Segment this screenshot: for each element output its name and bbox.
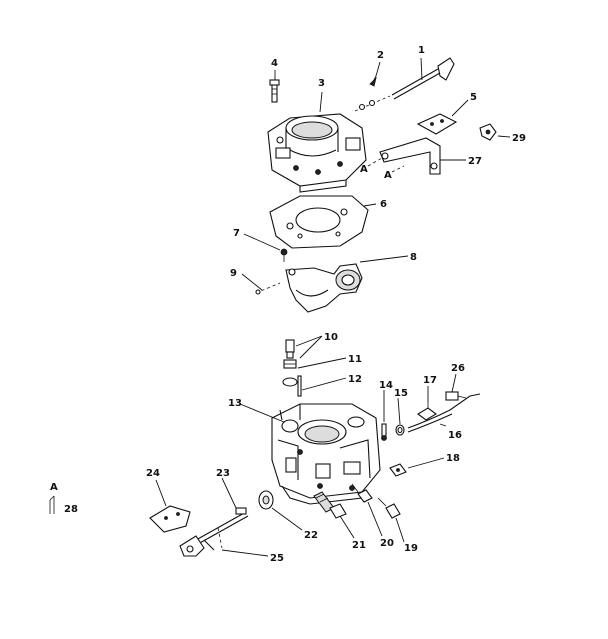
callout-25: 25	[270, 553, 284, 564]
leader-20	[367, 501, 383, 537]
part-2-screws	[354, 95, 391, 112]
part-8-choke-housing	[285, 263, 363, 313]
part-11-needle-seat	[283, 359, 297, 369]
leader-29	[497, 135, 511, 138]
callout-26: 26	[451, 363, 465, 374]
part-22-bushing	[258, 490, 274, 510]
part-24-throttle-plate	[149, 505, 191, 533]
callout-7: 7	[233, 228, 240, 239]
leader-9	[241, 273, 263, 291]
part-9-screw	[255, 282, 281, 295]
leader-19	[395, 517, 405, 543]
callout-13: 13	[228, 398, 242, 409]
leader-12	[301, 377, 347, 391]
part-26-rod-end	[445, 391, 467, 401]
part-20-screw	[351, 483, 373, 503]
callout-9: 9	[230, 268, 237, 279]
leader-5	[451, 99, 469, 117]
callout-15: 15	[394, 388, 408, 399]
leader-6	[363, 203, 377, 207]
leader-16	[439, 423, 447, 427]
callout-20: 20	[380, 538, 394, 549]
callout-24: 24	[146, 468, 160, 479]
part-10-jets	[285, 339, 295, 359]
leader-21	[339, 515, 355, 539]
callout-22: 22	[304, 530, 318, 541]
callout-23: 23	[216, 468, 230, 479]
leader-1	[420, 57, 423, 81]
callout-29: 29	[512, 133, 526, 144]
leader-22	[271, 507, 303, 531]
leader-24	[155, 479, 167, 507]
ref-a-legend: A	[50, 482, 58, 493]
callout-5: 5	[470, 92, 477, 103]
part-27-bracket	[379, 137, 441, 175]
part-1-throttle-shaft	[391, 57, 455, 100]
part-29-clip	[479, 123, 497, 141]
part-16-rod	[407, 393, 481, 433]
leader-8	[359, 255, 409, 263]
leader-15	[397, 397, 401, 425]
ref-a-2: A	[384, 170, 392, 181]
leader-7	[243, 233, 281, 251]
callout-3: 3	[318, 78, 325, 89]
part-19-screw	[377, 497, 401, 519]
callout-18: 18	[446, 453, 460, 464]
callout-8: 8	[410, 252, 417, 263]
leader-10	[295, 335, 323, 359]
part-6-gasket	[269, 195, 369, 249]
part-4-screw	[269, 79, 280, 103]
callout-4: 4	[271, 58, 278, 69]
callout-14: 14	[379, 380, 393, 391]
part-15-spring	[395, 424, 405, 436]
part-28-legend: A	[49, 482, 58, 514]
part-21-mixture-screw	[313, 491, 347, 519]
leader-3	[319, 91, 323, 113]
callout-12: 12	[348, 374, 362, 385]
part-3-air-horn	[267, 113, 367, 193]
leader-18	[407, 457, 445, 469]
leader-26	[451, 373, 457, 393]
part-7-screw	[280, 248, 288, 262]
callout-2: 2	[377, 50, 384, 61]
callout-10: 10	[324, 332, 338, 343]
leader-25	[221, 549, 269, 557]
leader-13	[239, 403, 285, 423]
callout-11: 11	[348, 354, 362, 365]
ref-a-1: A	[360, 164, 368, 175]
callout-16: 16	[448, 430, 462, 441]
part-23-throttle-shaft	[179, 507, 249, 557]
callout-19: 19	[404, 543, 418, 554]
callout-6: 6	[380, 199, 387, 210]
callout-27: 27	[468, 156, 482, 167]
part-12-washer	[282, 375, 302, 397]
part-14-screw	[381, 423, 387, 441]
part-17-screw	[417, 402, 437, 421]
callout-21: 21	[352, 540, 366, 551]
leader-11	[297, 357, 347, 369]
callout-1: 1	[418, 45, 425, 56]
callout-28: 28	[64, 504, 78, 515]
leader-23	[221, 477, 237, 509]
part-18-screw	[389, 463, 407, 477]
part-5-choke-plate	[416, 113, 458, 135]
part-13-main-body	[271, 403, 381, 505]
callout-17: 17	[423, 375, 437, 386]
